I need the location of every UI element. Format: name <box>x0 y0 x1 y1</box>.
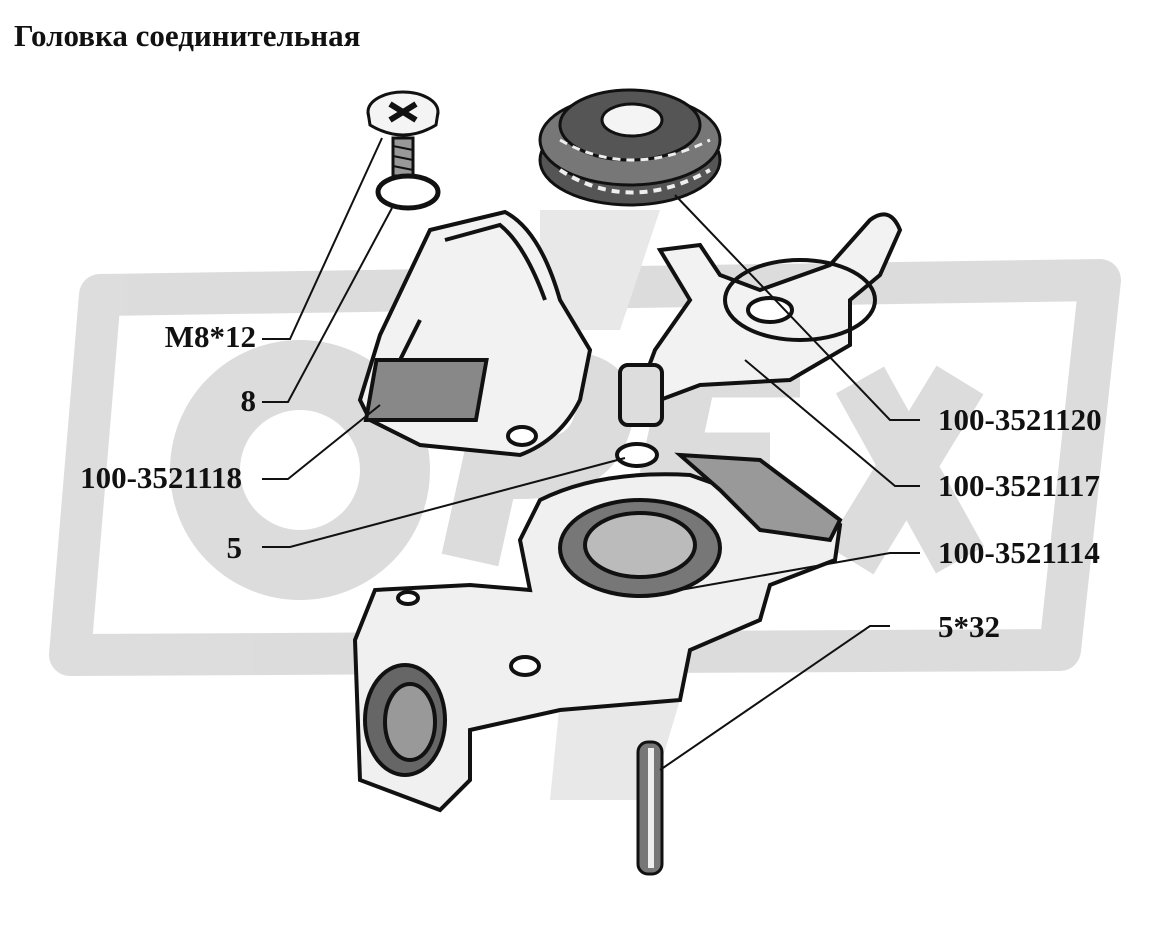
leader-lever <box>744 359 920 487</box>
watermark-logo <box>49 210 1121 800</box>
leader-pin <box>659 625 890 771</box>
page-title: Головка соединительная <box>14 18 361 53</box>
callout-label-lever: 100-3521117 <box>938 468 1100 503</box>
cover-part <box>357 209 593 458</box>
leader-screw <box>262 137 383 340</box>
leader-ring <box>262 457 626 548</box>
ring-part <box>615 442 659 468</box>
leader-body <box>679 552 920 591</box>
seal-part <box>538 88 722 207</box>
callout-label-body: 100-3521114 <box>938 535 1100 570</box>
callout-label-pin: 5*32 <box>938 609 1000 644</box>
callout-label-washer: 8 <box>240 383 257 418</box>
washer-part <box>375 173 441 211</box>
leader-seal <box>674 194 920 421</box>
callout-label-seal: 100-3521120 <box>938 402 1102 437</box>
leader-lines <box>262 137 920 771</box>
pin-part <box>636 740 664 876</box>
callout-label-screw: М8*12 <box>164 319 256 354</box>
screw-part <box>366 90 440 178</box>
body-part <box>352 452 843 813</box>
callout-label-cover: 100-3521118 <box>80 460 242 495</box>
leader-cover <box>262 404 381 480</box>
leader-washer <box>262 207 393 403</box>
callout-label-ring: 5 <box>226 530 243 565</box>
lever-part <box>618 212 903 427</box>
